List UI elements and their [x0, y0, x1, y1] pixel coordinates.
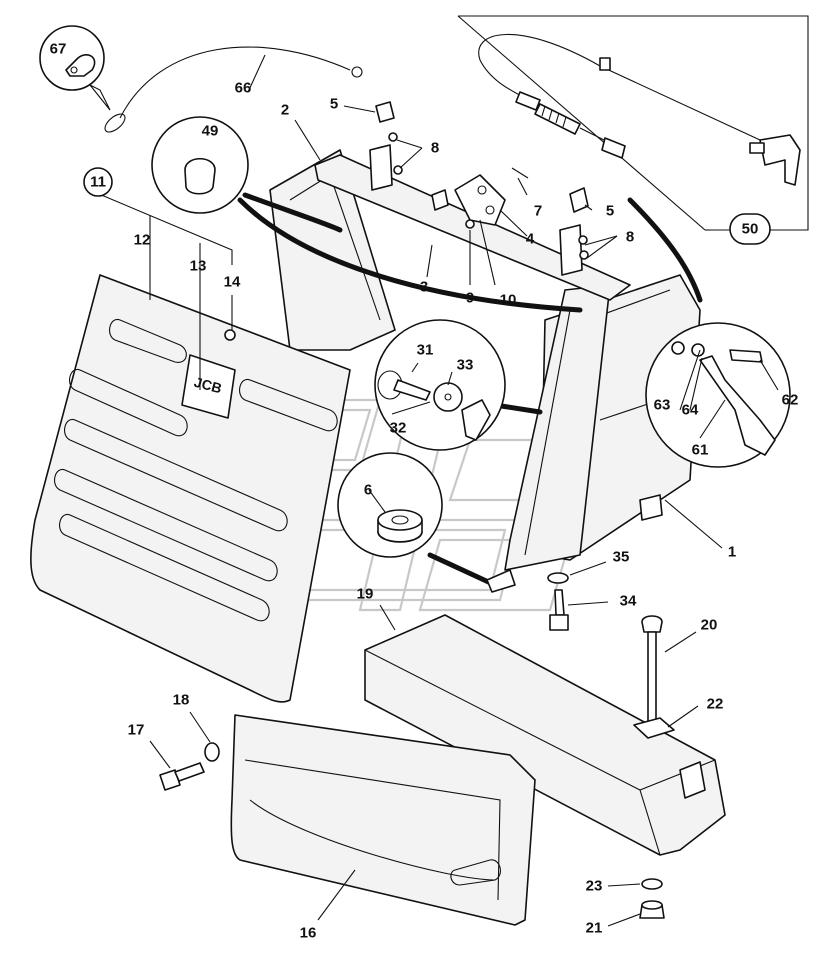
label-4: 4 [526, 231, 535, 248]
fasteners-top [375, 101, 589, 260]
label-62: 62 [782, 392, 799, 409]
label-17: 17 [128, 722, 145, 739]
grille-panel: JCB [30, 274, 351, 703]
callout-circle-50 [729, 213, 771, 245]
cable-inset-frame [457, 15, 809, 231]
frame-uprights [269, 149, 611, 571]
label-49: 49 [202, 123, 219, 140]
label-31: 31 [417, 342, 434, 359]
label-8a: 8 [431, 140, 439, 157]
label-5a: 5 [330, 96, 338, 113]
label-8b: 8 [626, 229, 634, 246]
label-64: 64 [682, 402, 699, 419]
label-63: 63 [654, 397, 671, 414]
label-20: 20 [701, 617, 718, 634]
label-21: 21 [586, 920, 603, 937]
label-16: 16 [300, 925, 317, 942]
label-23: 23 [586, 878, 603, 895]
leader-lines [98, 54, 779, 927]
fasteners-17-18 [159, 742, 220, 791]
counterweight-block [364, 614, 726, 856]
label-32: 32 [390, 420, 407, 437]
callout-labels: 66 67 2 5 8 49 11 12 13 14 7 5 4 8 3 9 1… [50, 41, 799, 942]
label-35: 35 [613, 549, 630, 566]
label-12: 12 [134, 232, 151, 249]
label-14: 14 [224, 274, 241, 291]
detail-61-64 [627, 197, 791, 468]
label-5b: 5 [606, 203, 614, 220]
label-34: 34 [620, 593, 637, 610]
fasteners-21-23 [639, 878, 665, 919]
label-19: 19 [357, 586, 374, 603]
label-7: 7 [534, 203, 542, 220]
label-9: 9 [466, 290, 474, 307]
label-22: 22 [707, 696, 724, 713]
bottom-weight [230, 714, 536, 926]
throttle-cable [478, 33, 801, 186]
detail-31-33 [374, 319, 543, 451]
detail-67 [39, 25, 111, 111]
label-50: 50 [742, 221, 759, 238]
label-2: 2 [281, 102, 289, 119]
fasteners-20-22 [633, 615, 675, 739]
fasteners-34-35 [547, 572, 569, 631]
label-18: 18 [173, 692, 190, 709]
callout-circle-11 [83, 167, 113, 197]
detail-49 [151, 116, 583, 313]
detail-6 [337, 452, 516, 593]
label-66: 66 [235, 80, 252, 97]
label-1: 1 [728, 544, 736, 561]
earth-strap [104, 46, 363, 133]
label-6: 6 [364, 482, 372, 499]
label-67: 67 [50, 41, 67, 58]
label-13: 13 [190, 258, 207, 275]
label-33: 33 [457, 357, 474, 374]
label-11: 11 [90, 174, 106, 191]
label-10: 10 [500, 292, 517, 309]
label-61: 61 [692, 442, 709, 459]
label-3: 3 [420, 279, 428, 296]
